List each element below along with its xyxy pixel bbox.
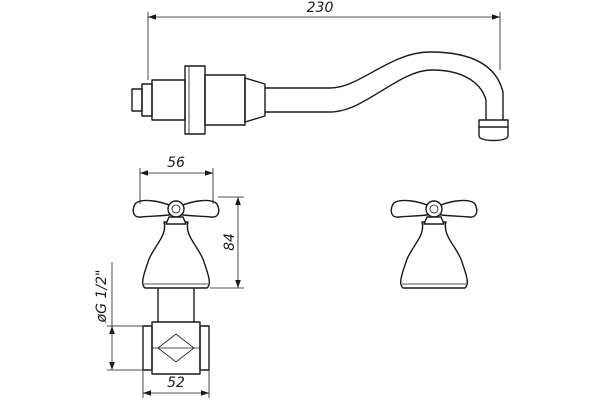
dimension-body-width: 52 (142, 370, 210, 398)
dimension-spout-length: 230 (147, 0, 501, 80)
right-valve-assembly (390, 199, 478, 289)
left-valve-assembly (132, 199, 220, 375)
dimension-label-84: 84 (222, 233, 238, 251)
dimension-label-56: 56 (167, 155, 185, 171)
dimension-label-thread: øG 1/2" (94, 270, 110, 324)
spout-assembly (131, 51, 509, 142)
dimension-handle-width: 56 (139, 155, 214, 204)
dimension-thread-size: øG 1/2" (94, 262, 143, 371)
dimension-label-52: 52 (167, 375, 185, 391)
dimension-label-230: 230 (307, 0, 334, 16)
dimension-valve-height: 84 (210, 196, 244, 289)
